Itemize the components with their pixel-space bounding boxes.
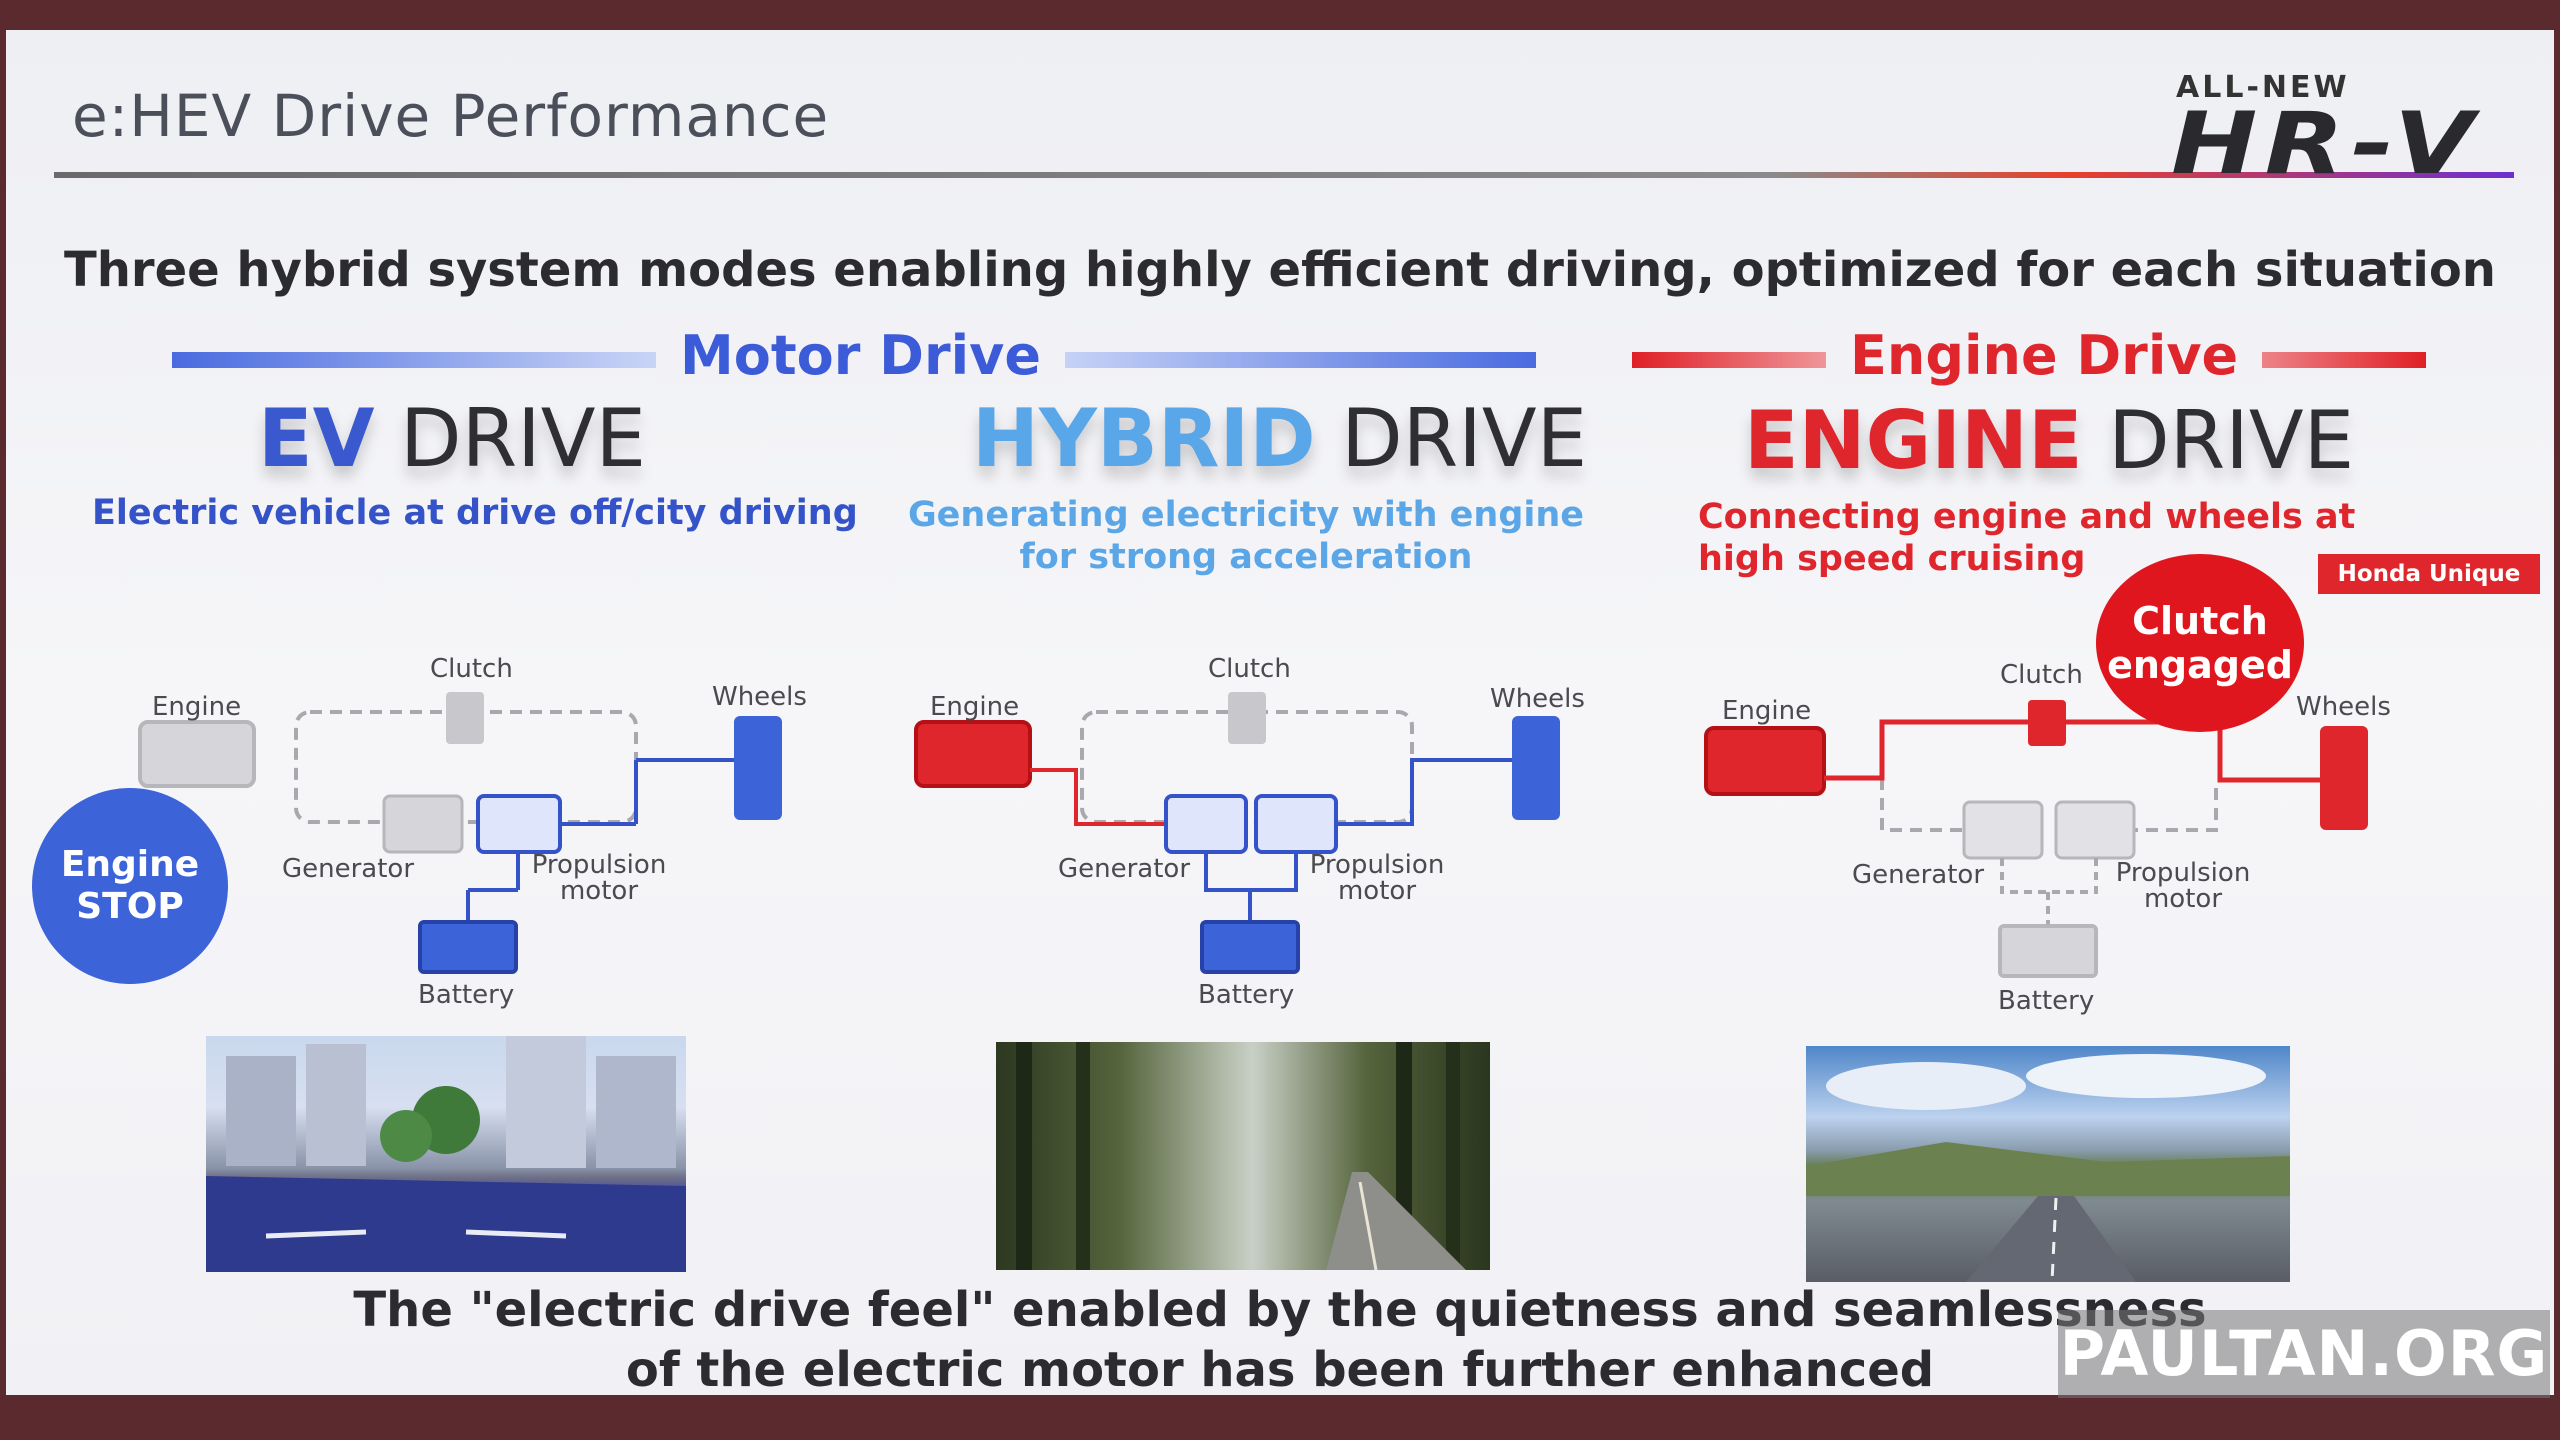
mode-highlight: HYBRID — [972, 392, 1316, 485]
ev-battery-label: Battery — [418, 980, 514, 1010]
presentation-slide: e:HEV Drive Performance ALL-NEW HR-V Thr… — [6, 30, 2554, 1395]
slide-title: e:HEV Drive Performance — [72, 82, 829, 150]
wheel-icon — [734, 716, 782, 820]
ev-diagram — [140, 692, 782, 972]
motor-icon — [1256, 796, 1336, 852]
headline: Three hybrid system modes enabling highl… — [6, 242, 2554, 298]
forest-road-photo — [996, 1042, 1490, 1270]
wheel-icon — [2320, 726, 2368, 830]
engine-icon — [916, 722, 1030, 786]
mode-rest: DRIVE — [375, 392, 646, 485]
engine-stop-badge: Engine STOP — [32, 788, 228, 984]
mode-highlight: ENGINE — [1744, 394, 2083, 487]
engine-clutch-label: Clutch — [2000, 660, 2083, 690]
city-street-photo — [206, 1036, 686, 1272]
ev-drive-title: EV DRIVE — [258, 392, 646, 485]
honda-unique-badge: Honda Unique — [2318, 554, 2540, 594]
hybrid-diagram — [916, 692, 1560, 972]
watermark: PAULTAN.ORG — [2058, 1310, 2550, 1398]
battery-icon — [420, 922, 516, 972]
engine-battery-label: Battery — [1998, 986, 2094, 1016]
engine-wheels-label: Wheels — [2296, 692, 2391, 722]
title-rule — [54, 172, 2514, 178]
hybrid-drive-title: HYBRID DRIVE — [972, 392, 1587, 485]
generator-icon — [1166, 796, 1246, 852]
brand-logo: HR-V — [2171, 94, 2481, 194]
ev-propulsion-label: Propulsion motor — [524, 852, 674, 904]
engine-drive-description: Connecting engine and wheels at high spe… — [1698, 496, 2398, 580]
ev-generator-label: Generator — [282, 854, 414, 884]
hybrid-wheels-label: Wheels — [1490, 684, 1585, 714]
highway-photo — [1806, 1046, 2290, 1282]
ev-clutch-label: Clutch — [430, 654, 513, 684]
hybrid-generator-label: Generator — [1058, 854, 1190, 884]
generator-icon — [384, 796, 462, 852]
ev-drive-description: Electric vehicle at drive off/city drivi… — [92, 492, 858, 534]
mode-highlight: EV — [258, 392, 375, 485]
mode-rest: DRIVE — [2083, 394, 2354, 487]
battery-icon — [1202, 922, 1298, 972]
clutch-icon — [2028, 700, 2066, 746]
ev-engine-label: Engine — [152, 692, 241, 722]
wheel-icon — [1512, 716, 1560, 820]
engine-generator-label: Generator — [1852, 860, 1984, 890]
generator-icon — [1964, 802, 2042, 858]
engine-icon — [140, 722, 254, 786]
motor-icon — [2056, 802, 2134, 858]
engine-icon — [1706, 728, 1824, 794]
engine-drive-title: ENGINE DRIVE — [1744, 394, 2354, 487]
hybrid-propulsion-label: Propulsion motor — [1302, 852, 1452, 904]
engine-drive-label: Engine Drive — [1826, 324, 2262, 387]
engine-propulsion-label: Propulsion motor — [2108, 860, 2258, 912]
hybrid-engine-label: Engine — [930, 692, 1019, 722]
ev-wheels-label: Wheels — [712, 682, 807, 712]
hybrid-battery-label: Battery — [1198, 980, 1294, 1010]
motor-icon — [478, 796, 560, 852]
engine-engine-label: Engine — [1722, 696, 1811, 726]
hybrid-drive-description: Generating electricity with engine for s… — [886, 494, 1606, 578]
battery-icon — [2000, 926, 2096, 976]
motor-drive-label: Motor Drive — [656, 324, 1065, 387]
mode-rest: DRIVE — [1316, 392, 1587, 485]
footer-text: The "electric drive feel" enabled by the… — [330, 1280, 2230, 1395]
clutch-engaged-badge: Clutch engaged — [2096, 554, 2304, 732]
hybrid-clutch-label: Clutch — [1208, 654, 1291, 684]
engine-diagram — [1706, 700, 2368, 976]
